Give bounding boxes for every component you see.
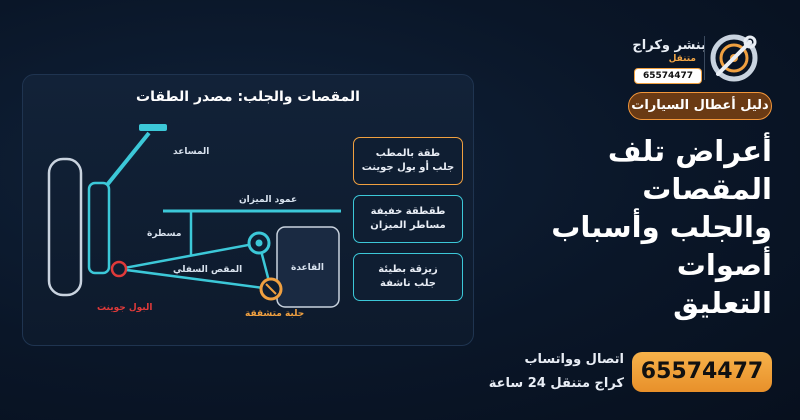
symptom-3-cause: جلب ناشفة	[380, 278, 436, 289]
headline-line-1: أعراض تلف المقصات	[607, 134, 772, 206]
suspension-diagram-card: المقصات والجلب: مصدر الطقات المساعد عمود…	[22, 74, 474, 346]
diagram-title: المقصات والجلب: مصدر الطقات	[136, 89, 360, 105]
logo-divider	[704, 36, 705, 80]
symptom-card-2: طقطقة خفيفة مساطر الميزان	[353, 195, 463, 243]
wheel-wrench-icon	[710, 34, 758, 82]
contact-line-1: اتصال وواتساب	[524, 352, 624, 367]
label-cracked-bushing: جلبة متشققة	[245, 309, 305, 319]
symptom-1-title: طقة بالمطب	[375, 148, 441, 159]
lower-arm-upper-line	[118, 241, 260, 271]
brand-logo: بنشر وكراج متنقل 65574477	[632, 32, 772, 84]
lower-arm-lower-line	[118, 267, 272, 291]
symptom-card-1: طقة بالمطب جلب أو بول جوينت	[353, 137, 463, 185]
label-shock: المساعد	[173, 147, 210, 157]
label-steering-rod: عمود الميزان	[239, 195, 298, 205]
label-lower-arm: المقص السفلي	[173, 265, 243, 275]
symptom-3-title: زيزقة بطيئة	[378, 264, 438, 275]
brand-name: بنشر وكراج	[632, 38, 706, 53]
page-headline: أعراض تلف المقصات والجلب وأسباب أصوات ال…	[472, 132, 772, 322]
guide-badge: دليل أعطال السيارات	[628, 92, 772, 120]
crack-mark	[265, 283, 277, 295]
shock-absorber	[105, 131, 151, 187]
logo-phone-badge: 65574477	[634, 68, 702, 84]
suspension-diagram	[47, 124, 341, 308]
tire-shape	[47, 157, 83, 297]
knuckle-shape	[87, 181, 111, 275]
symptom-card-3: زيزقة بطيئة جلب ناشفة	[353, 253, 463, 301]
base-shape	[276, 226, 340, 308]
headline-line-3: التعليق	[673, 286, 772, 320]
symptom-1-cause: جلب أو بول جوينت	[361, 162, 455, 173]
symptom-2-cause: مساطر الميزان	[370, 220, 446, 231]
brand-sub: متنقل	[668, 54, 696, 64]
label-ball-joint: البول جوينت	[97, 303, 153, 313]
call-phone-button[interactable]: 65574477	[632, 352, 772, 392]
symptom-2-title: طقطقة خفيفة	[370, 206, 446, 217]
shock-mount	[139, 124, 167, 131]
bushing-center	[255, 239, 263, 247]
label-bar: مسطرة	[147, 229, 182, 239]
label-base: القاعدة	[291, 263, 324, 273]
headline-line-2: والجلب وأسباب أصوات	[551, 210, 772, 282]
contact-line-2: كراج متنقل 24 ساعة	[488, 376, 624, 391]
ball-joint	[110, 260, 128, 278]
